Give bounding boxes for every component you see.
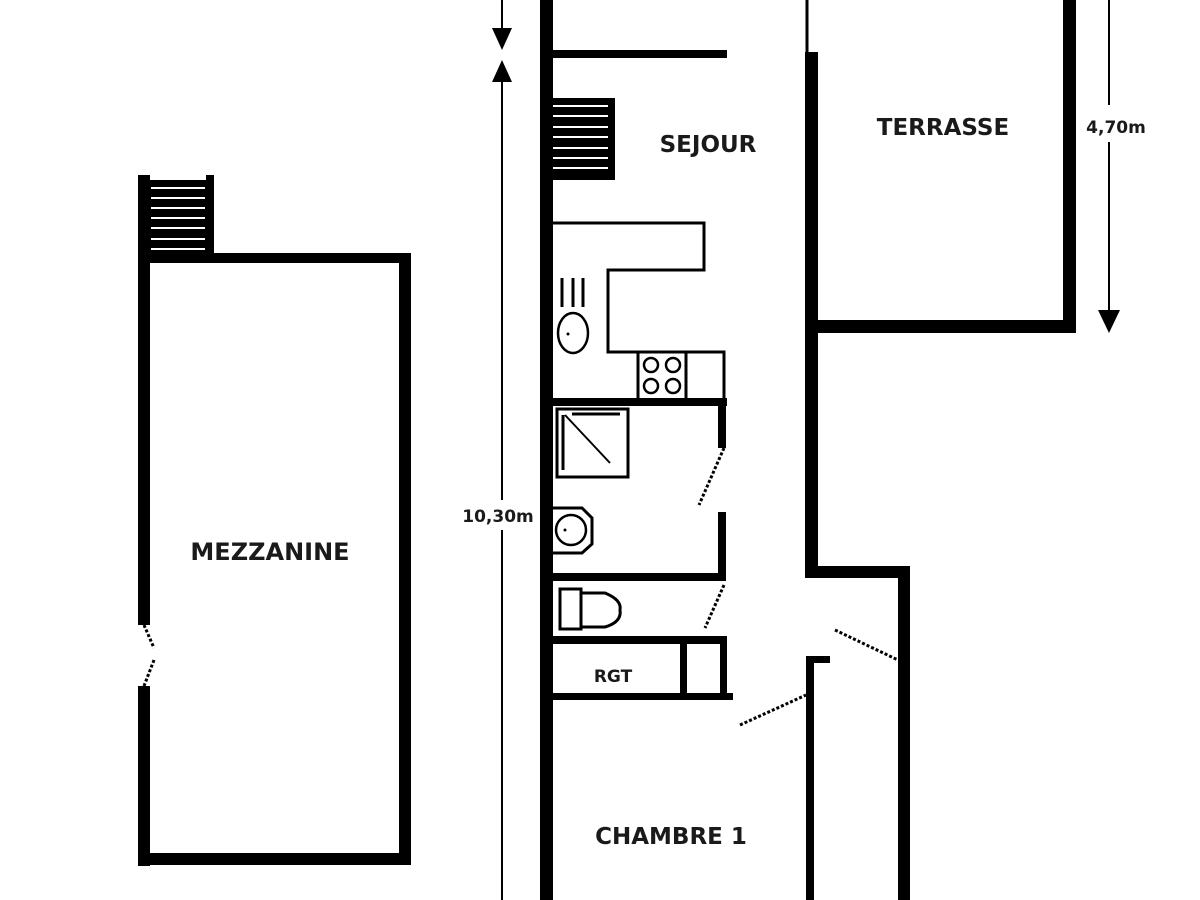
apartment-walls — [540, 0, 910, 900]
shower-icon — [555, 407, 630, 479]
bathroom — [553, 398, 727, 581]
toilet-icon — [558, 587, 622, 631]
mezzanine-room: MEZZANINE — [138, 175, 411, 866]
sink-icon — [556, 278, 590, 355]
wc — [553, 584, 727, 644]
door-icon — [697, 447, 726, 506]
dimension-label-terrasse: 4,70m — [1086, 118, 1146, 138]
terrasse: TERRASSE — [805, 0, 1076, 333]
window-icon — [142, 624, 156, 687]
room-label-terrasse: TERRASSE — [877, 115, 1009, 141]
room-label-mezzanine: MEZZANINE — [190, 538, 349, 566]
door-icon — [739, 693, 807, 727]
room-label-rgt: RGT — [594, 667, 633, 687]
stove-icon — [642, 356, 682, 395]
dimension-label-length: 10,30m — [462, 507, 534, 527]
kitchen — [553, 221, 726, 400]
stairs-icon — [553, 98, 615, 180]
room-label-chambre1: CHAMBRE 1 — [595, 824, 747, 850]
room-label-sejour: SEJOUR — [660, 132, 757, 158]
washbasin-icon — [553, 506, 594, 555]
dimension-terrasse: 4,70m — [1086, 0, 1146, 333]
dimension-length: 10,30m — [462, 0, 534, 900]
storage-room: RGT — [553, 644, 733, 700]
door-icon — [834, 628, 899, 662]
door-icon — [703, 584, 726, 629]
